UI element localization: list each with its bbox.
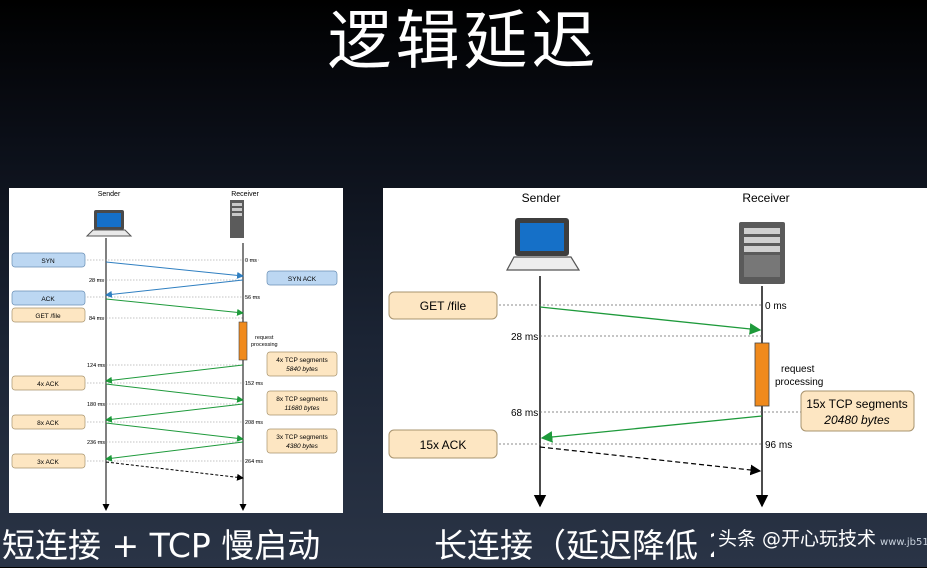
- receiver-label: Receiver: [742, 191, 789, 205]
- segments-8-arrow: [105, 403, 244, 423]
- ack-3-arrow: [105, 461, 244, 481]
- ack-15-box: 15x ACK: [420, 438, 467, 452]
- ack-4-arrow: [105, 383, 244, 403]
- segments-4-box-line2: 5840 bytes: [286, 366, 319, 373]
- ack-box: ACK: [41, 296, 55, 303]
- short-connection-diagram: Sender Receiver request proc: [9, 188, 343, 513]
- time-label: 152 ms: [245, 381, 263, 387]
- segments-4-box-line1: 4x TCP segments: [276, 357, 328, 364]
- syn-arrow: [105, 261, 244, 279]
- segments-3-arrow: [105, 441, 244, 462]
- segments-15-box-line1: 15x TCP segments: [806, 397, 908, 411]
- segments-8-box-line2: 11680 bytes: [285, 405, 321, 412]
- processing-label-line2: processing: [775, 377, 823, 388]
- left-caption: 短连接 + TCP 慢启动: [2, 526, 321, 565]
- watermark-site: www.jb51.net: [880, 537, 927, 548]
- ack-8-box: 8x ACK: [37, 420, 59, 427]
- segments-3-box-line1: 3x TCP segments: [276, 434, 328, 441]
- segments-3-box-line2: 4380 bytes: [286, 443, 319, 450]
- segments-4-arrow: [105, 364, 244, 384]
- processing-bar: [238, 321, 248, 361]
- time-label: 68 ms: [511, 408, 538, 419]
- time-label: 0 ms: [245, 258, 257, 264]
- server-icon: [230, 200, 244, 238]
- ack-3-box: 3x ACK: [37, 459, 59, 466]
- laptop-icon: [85, 210, 133, 237]
- syn-ack-arrow: [105, 279, 244, 298]
- segments-8-box-line1: 8x TCP segments: [276, 396, 328, 403]
- watermark-text: 头条 @开心玩技术: [718, 528, 877, 550]
- time-label: 236 ms: [87, 440, 105, 446]
- get-file-arrow: [539, 306, 762, 335]
- sender-label: Sender: [522, 191, 561, 205]
- persistent-connection-diagram: Sender Receiver re: [383, 188, 927, 513]
- sender-label: Sender: [98, 191, 121, 198]
- segments-15-box-line2: 20480 bytes: [823, 413, 889, 427]
- processing-label-line2: processing: [251, 342, 278, 348]
- syn-box: SYN: [41, 258, 55, 265]
- time-label: 56 ms: [245, 295, 260, 301]
- time-label: 264 ms: [245, 459, 263, 465]
- ack-4-box: 4x ACK: [37, 381, 59, 388]
- time-label: 0 ms: [765, 301, 787, 312]
- time-label: 180 ms: [87, 402, 105, 408]
- time-label: 28 ms: [511, 332, 538, 343]
- segments-15-arrow: [540, 415, 763, 443]
- server-icon: [739, 222, 785, 284]
- processing-label-line1: request: [781, 364, 815, 375]
- processing-bar: [754, 342, 770, 407]
- time-label: 96 ms: [765, 440, 792, 451]
- processing-label-line1: request: [255, 335, 274, 341]
- syn-ack-box: SYN ACK: [288, 276, 317, 283]
- ack-8-arrow: [105, 422, 244, 442]
- receiver-label: Receiver: [231, 191, 259, 198]
- laptop-icon: [505, 218, 581, 271]
- time-label: 208 ms: [245, 420, 263, 426]
- ack-arrow: [105, 298, 244, 316]
- time-label: 124 ms: [87, 363, 105, 369]
- ack-15-arrow: [539, 446, 762, 476]
- get-file-box: GET /file: [420, 299, 467, 313]
- page-title: 逻辑延迟: [327, 5, 600, 79]
- right-caption: 长连接（延迟降低 27%）: [434, 526, 714, 565]
- time-label: 84 ms: [89, 316, 104, 322]
- get-file-box: GET /file: [35, 313, 61, 320]
- time-label: 28 ms: [89, 278, 104, 284]
